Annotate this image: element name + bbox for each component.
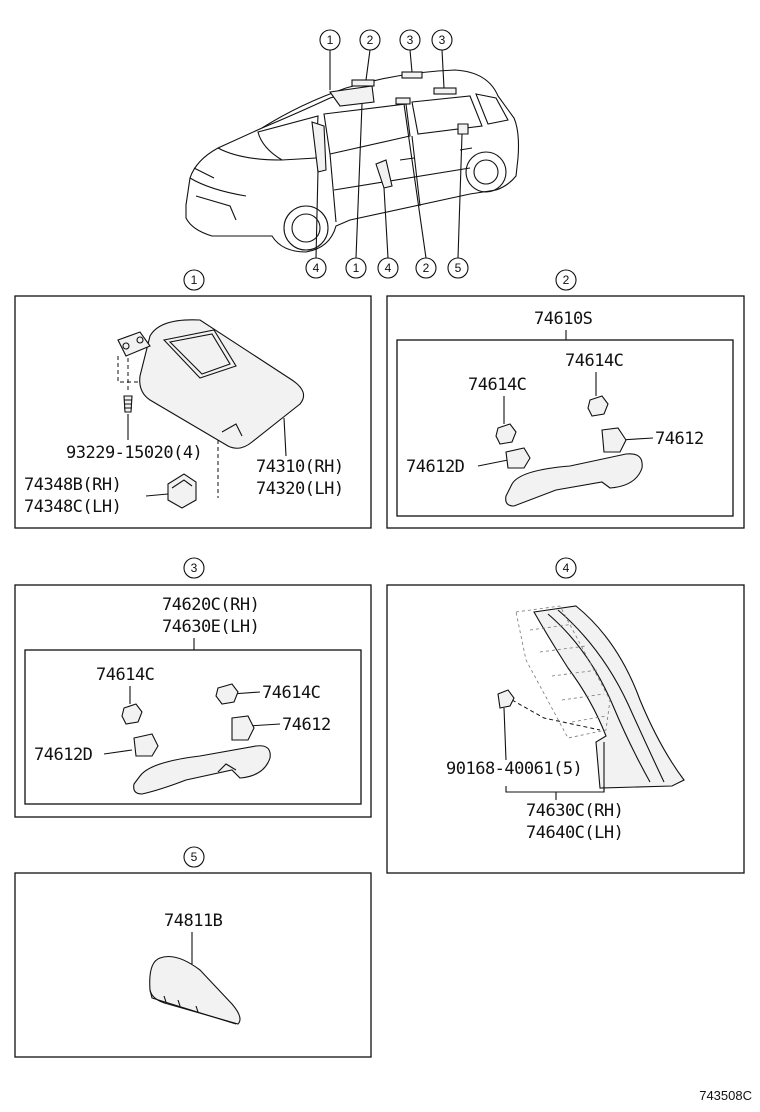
section-1-frame: [14, 295, 372, 529]
assist-grip-illustration: [495, 395, 643, 507]
part-label-74614c-left: 74614C: [96, 665, 154, 685]
callout-bottom-4a: 4: [305, 169, 327, 279]
part-label-74610s: 74610S: [534, 309, 593, 329]
callout-number: 4: [313, 261, 320, 275]
part-label-74612d: 74612D: [406, 457, 465, 477]
section-number: 3: [191, 561, 198, 575]
callout-number: 1: [327, 33, 334, 47]
callout-top-3a: 3: [399, 29, 421, 73]
part-label-74348b-rh: 74348B(RH): [24, 475, 121, 495]
callout-top-2: 2: [359, 29, 381, 81]
part-label-74612: 74612: [282, 715, 331, 735]
part-label-74640c-lh: 74640C(LH): [526, 823, 623, 843]
part-label-74614c-right: 74614C: [565, 351, 623, 371]
part-label-90168-40061: 90168-40061(5): [446, 759, 582, 779]
section-4-frame: [386, 584, 745, 874]
section-3-frame: [14, 584, 372, 818]
callout-number: 5: [455, 261, 462, 275]
coat-hook-illustration: [149, 955, 241, 1025]
part-label-74320-lh: 74320(LH): [256, 479, 344, 499]
callout-bottom-2: 2: [403, 103, 437, 279]
car-overview: 1 2 3 3 4 1 4: [185, 29, 520, 279]
section-number: 5: [191, 850, 198, 864]
part-label-74612: 74612: [655, 429, 704, 449]
car-illustration: [185, 69, 520, 253]
part-label-74630e-lh: 74630E(LH): [162, 617, 259, 637]
part-label-74811b: 74811B: [164, 911, 223, 931]
callout-top-3b: 3: [431, 29, 453, 89]
section-5-frame: [14, 872, 372, 1058]
pillar-garnish-illustration: [497, 605, 685, 789]
assist-grip-illustration: [121, 683, 271, 795]
section-number: 4: [563, 561, 570, 575]
part-label-74620c-rh: 74620C(RH): [162, 595, 259, 615]
callout-bottom-5: 5: [447, 133, 469, 279]
callout-number: 1: [353, 261, 360, 275]
callout-number: 3: [407, 33, 414, 47]
callout-bottom-4b: 4: [377, 187, 399, 279]
section-number: 1: [191, 273, 198, 287]
section-2-frame: [386, 295, 745, 529]
document-id: 743508C: [699, 1088, 752, 1103]
callout-top-1: 1: [319, 29, 341, 90]
sun-visor-illustration: [117, 319, 305, 509]
part-label-74310-rh: 74310(RH): [256, 457, 344, 477]
section-2-inner-frame: [396, 339, 734, 517]
section-3-assist-grip: 3 74620C(RH) 74630E(LH) 74614C 74614C 74…: [14, 557, 372, 818]
callout-bottom-1: 1: [345, 103, 367, 279]
callout-number: 2: [367, 33, 374, 47]
callout-number: 2: [423, 261, 430, 275]
part-label-74630c-rh: 74630C(RH): [526, 801, 623, 821]
section-3-inner-frame: [24, 649, 362, 805]
part-label-74612d: 74612D: [34, 745, 93, 765]
section-2-assist-grip: 2 74610S 74614C 74614C 74612 74612D: [386, 269, 745, 529]
section-4-pillar-garnish: 4 90168-40061(5) 74630C(RH) 74640C(LH): [386, 557, 745, 874]
section-5-coat-hook: 5 74811B: [14, 846, 372, 1058]
part-label-74348c-lh: 74348C(LH): [24, 497, 121, 517]
callout-number: 3: [439, 33, 446, 47]
callout-number: 4: [385, 261, 392, 275]
part-label-74614c-left: 74614C: [468, 375, 526, 395]
section-number: 2: [563, 273, 570, 287]
part-label-74614c-right: 74614C: [262, 683, 320, 703]
section-1-sun-visor: 1 93229-15020(4) 74310(RH) 74320(LH) 743…: [14, 269, 372, 529]
part-label-93229-15020: 93229-15020(4): [66, 443, 202, 463]
